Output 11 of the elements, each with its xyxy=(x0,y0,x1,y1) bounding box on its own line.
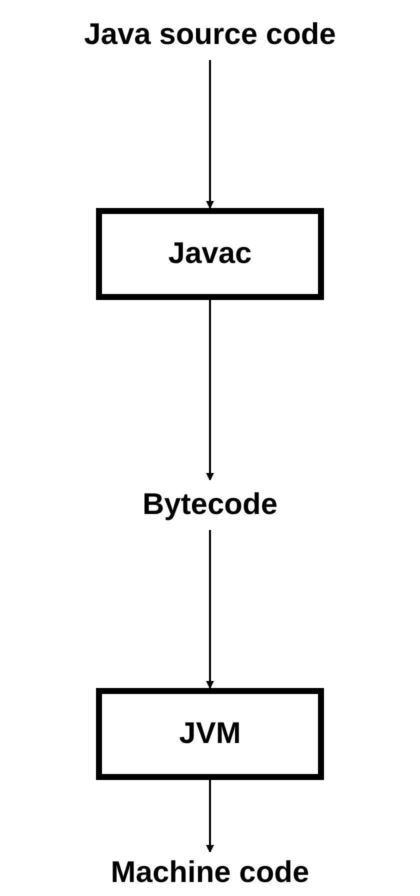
process-box xyxy=(96,208,324,300)
stage-label: Java source code xyxy=(84,18,336,52)
box-label: JVM xyxy=(179,717,241,751)
stage-label: Machine code xyxy=(110,856,310,890)
arrow xyxy=(206,60,214,209)
arrow xyxy=(206,530,214,689)
arrow xyxy=(206,780,214,853)
process-box xyxy=(96,688,324,780)
arrow xyxy=(206,300,214,481)
stage-label: Bytecode xyxy=(142,488,278,522)
box-label: Javac xyxy=(168,237,252,271)
